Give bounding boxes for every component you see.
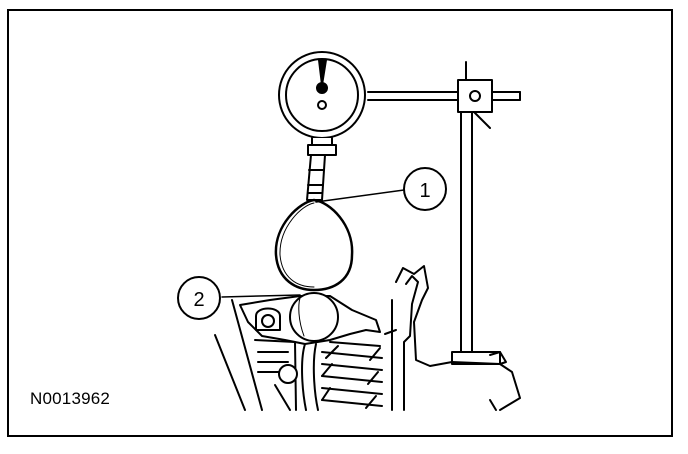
gauge-needle xyxy=(318,59,327,86)
callout-1-leader xyxy=(315,189,405,203)
callout-2-number: 2 xyxy=(193,289,204,311)
valve-spring xyxy=(321,341,383,409)
callout-1: 1 xyxy=(403,167,447,211)
dial-indicator xyxy=(278,51,366,156)
cylinder-head xyxy=(214,265,521,411)
cam-lobe xyxy=(274,198,354,292)
stand-clamp xyxy=(367,61,521,113)
callout-2: 2 xyxy=(177,276,221,320)
figure-id: N0013962 xyxy=(30,389,111,408)
dial-indicator-plunger xyxy=(306,154,326,201)
roller-follower xyxy=(289,292,339,342)
callout-2-leader xyxy=(221,294,301,298)
callout-1-number: 1 xyxy=(419,180,430,202)
stand-rod xyxy=(460,85,491,353)
